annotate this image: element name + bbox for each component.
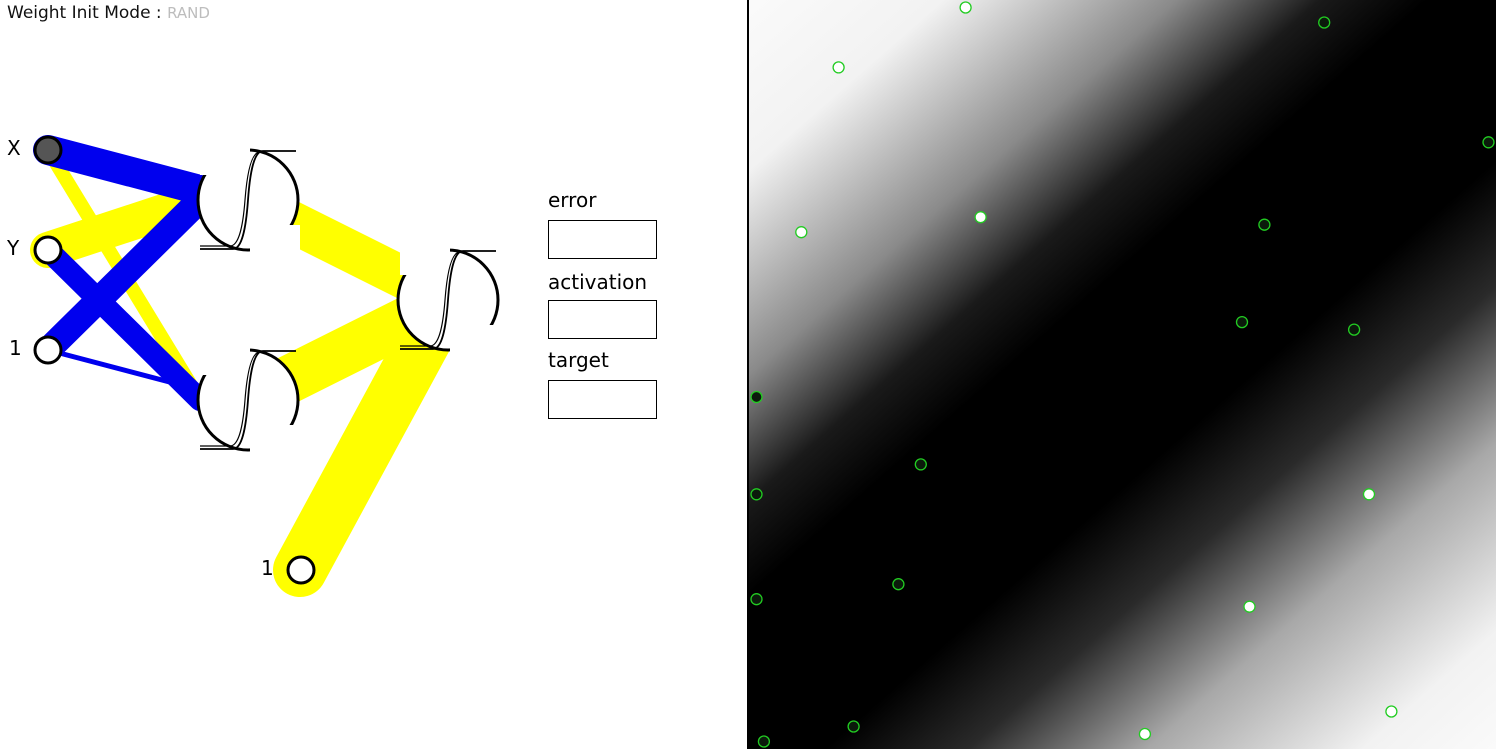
input-node-x[interactable] xyxy=(33,135,63,165)
training-point xyxy=(892,578,905,591)
training-point xyxy=(750,593,763,606)
output-neuron[interactable] xyxy=(396,245,500,355)
activation-field[interactable] xyxy=(548,300,657,339)
error-label: error xyxy=(548,188,597,212)
training-point xyxy=(1138,727,1152,741)
input-label-y: Y xyxy=(7,236,20,260)
weight-init-mode[interactable]: Weight Init Mode : RAND xyxy=(7,3,210,23)
input-label-x: X xyxy=(7,136,21,160)
weight-bias-h1 xyxy=(35,187,213,363)
training-point xyxy=(959,1,972,14)
training-point xyxy=(757,735,771,748)
weight-bias-h2 xyxy=(45,347,203,393)
weight-x-h1 xyxy=(33,135,215,205)
target-label: target xyxy=(548,348,609,372)
network-diagram xyxy=(30,135,500,597)
training-point xyxy=(1362,488,1376,501)
training-point xyxy=(914,458,927,471)
training-point xyxy=(1243,600,1256,613)
training-point xyxy=(750,488,763,501)
output-bias-node[interactable] xyxy=(286,555,316,585)
training-point xyxy=(1482,136,1495,149)
weight-bias-out xyxy=(273,303,457,597)
weight-init-mode-label: Weight Init Mode : xyxy=(7,3,162,23)
training-point xyxy=(847,720,860,733)
panel-divider xyxy=(747,0,749,749)
training-point xyxy=(832,61,845,74)
training-point xyxy=(750,390,763,404)
error-field[interactable] xyxy=(548,220,657,259)
training-point xyxy=(795,226,808,239)
training-point xyxy=(1258,218,1271,231)
training-points xyxy=(750,1,1495,748)
training-point xyxy=(1347,323,1361,336)
input-label-bias: 1 xyxy=(9,336,22,360)
decision-boundary-plot[interactable] xyxy=(749,0,1496,749)
training-point xyxy=(1385,705,1398,718)
activation-label: activation xyxy=(548,270,648,294)
weight-init-mode-value[interactable]: RAND xyxy=(167,4,210,22)
weight-y-h2 xyxy=(37,239,211,411)
hidden-neuron-1[interactable] xyxy=(196,145,300,255)
training-point xyxy=(1235,315,1249,329)
decision-surface[interactable] xyxy=(749,0,1496,749)
input-node-bias[interactable] xyxy=(33,335,63,365)
input-node-y[interactable] xyxy=(33,235,63,265)
hidden-neuron-2[interactable] xyxy=(196,345,300,455)
training-point xyxy=(974,211,987,224)
output-bias-label: 1 xyxy=(261,556,274,580)
target-field[interactable] xyxy=(548,380,657,419)
decision-gradient xyxy=(749,0,1496,749)
network-panel: Weight Init Mode : RAND xyxy=(7,3,657,597)
training-point xyxy=(1318,16,1331,29)
